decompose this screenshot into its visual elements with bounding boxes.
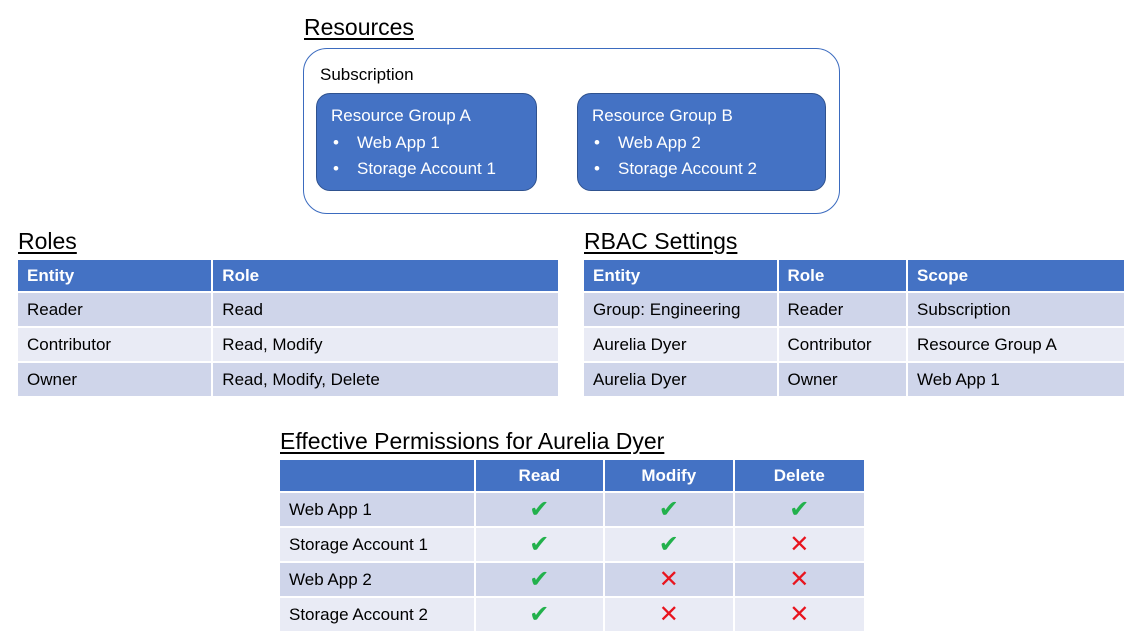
- rbac-heading: RBAC Settings: [584, 228, 738, 254]
- roles-table: Entity Role Reader Read Contributor Read…: [15, 258, 560, 398]
- table-header-row: Read Modify Delete: [278, 458, 867, 493]
- table-row: Storage Account 1 ✔ ✔ ✕: [278, 526, 867, 563]
- permission-cell-read: ✔: [473, 526, 606, 563]
- table-cell: Contributor: [776, 326, 909, 363]
- cross-icon: ✕: [789, 600, 810, 628]
- resource-item: Storage Account 2: [592, 156, 811, 182]
- cross-icon: ✕: [658, 600, 679, 628]
- table-cell: Aurelia Dyer: [582, 361, 779, 398]
- permission-cell-modify: ✕: [603, 561, 735, 598]
- resource-group-a: Resource Group A Web App 1 Storage Accou…: [316, 93, 537, 191]
- checkmark-icon: ✔: [529, 565, 550, 593]
- table-cell: Web App 1: [278, 491, 476, 528]
- permission-cell-modify: ✔: [603, 526, 735, 563]
- permission-cell-read: ✔: [473, 561, 606, 598]
- permission-cell-delete: ✔: [732, 491, 867, 528]
- column-header: Entity: [582, 258, 779, 293]
- checkmark-icon: ✔: [529, 530, 550, 558]
- table-cell: Storage Account 2: [278, 596, 476, 633]
- table-cell: Reader: [776, 291, 909, 328]
- table-row: Contributor Read, Modify: [15, 326, 560, 363]
- table-cell: Group: Engineering: [582, 291, 779, 328]
- column-header: Entity: [15, 258, 214, 293]
- resource-item: Web App 1: [331, 130, 522, 156]
- table-row: Web App 1 ✔ ✔ ✔: [278, 491, 867, 528]
- table-header-row: Entity Role Scope: [582, 258, 1126, 293]
- table-cell: Subscription: [906, 291, 1126, 328]
- cross-icon: ✕: [789, 565, 810, 593]
- permission-cell-delete: ✕: [732, 526, 867, 563]
- checkmark-icon: ✔: [658, 530, 679, 558]
- column-header: Scope: [906, 258, 1126, 293]
- permission-cell-read: ✔: [473, 596, 606, 633]
- cross-icon: ✕: [789, 530, 810, 558]
- table-cell: Owner: [15, 361, 214, 398]
- table-row: Reader Read: [15, 291, 560, 328]
- column-header: [278, 458, 476, 493]
- permission-cell-delete: ✕: [732, 561, 867, 598]
- resource-group-b: Resource Group B Web App 2 Storage Accou…: [577, 93, 826, 191]
- table-row: Web App 2 ✔ ✕ ✕: [278, 561, 867, 598]
- resource-group-title: Resource Group A: [331, 106, 471, 125]
- cross-icon: ✕: [658, 565, 679, 593]
- resource-list: Web App 1 Storage Account 1: [331, 130, 522, 182]
- column-header: Role: [211, 258, 560, 293]
- permissions-heading: Effective Permissions for Aurelia Dyer: [280, 428, 665, 454]
- table-header-row: Entity Role: [15, 258, 560, 293]
- resource-group-title: Resource Group B: [592, 106, 733, 125]
- roles-heading: Roles: [18, 228, 77, 254]
- table-row: Group: Engineering Reader Subscription: [582, 291, 1126, 328]
- column-header-modify: Modify: [603, 458, 735, 493]
- permission-cell-read: ✔: [473, 491, 606, 528]
- table-row: Owner Read, Modify, Delete: [15, 361, 560, 398]
- permission-cell-modify: ✔: [603, 491, 735, 528]
- column-header-delete: Delete: [732, 458, 867, 493]
- table-cell: Resource Group A: [906, 326, 1126, 363]
- resource-list: Web App 2 Storage Account 2: [592, 130, 811, 182]
- subscription-label: Subscription: [320, 65, 414, 84]
- permissions-table: Read Modify Delete Web App 1✔✔✔Storage A…: [278, 458, 867, 633]
- checkmark-icon: ✔: [789, 495, 810, 523]
- column-header: Role: [776, 258, 909, 293]
- permission-cell-delete: ✕: [732, 596, 867, 633]
- subscription-box: Subscription Resource Group A Web App 1 …: [303, 48, 840, 214]
- table-row: Aurelia Dyer Contributor Resource Group …: [582, 326, 1126, 363]
- checkmark-icon: ✔: [529, 495, 550, 523]
- table-cell: Read, Modify: [211, 326, 560, 363]
- table-cell: Read, Modify, Delete: [211, 361, 560, 398]
- table-cell: Web App 2: [278, 561, 476, 598]
- table-cell: Storage Account 1: [278, 526, 476, 563]
- rbac-table: Entity Role Scope Group: Engineering Rea…: [582, 258, 1126, 398]
- table-cell: Web App 1: [906, 361, 1126, 398]
- table-cell: Contributor: [15, 326, 214, 363]
- column-header-read: Read: [473, 458, 606, 493]
- table-cell: Reader: [15, 291, 214, 328]
- table-cell: Read: [211, 291, 560, 328]
- checkmark-icon: ✔: [529, 600, 550, 628]
- table-cell: Owner: [776, 361, 909, 398]
- permission-cell-modify: ✕: [603, 596, 735, 633]
- resource-item: Web App 2: [592, 130, 811, 156]
- resource-item: Storage Account 1: [331, 156, 522, 182]
- checkmark-icon: ✔: [658, 495, 679, 523]
- table-row: Aurelia Dyer Owner Web App 1: [582, 361, 1126, 398]
- resources-heading: Resources: [304, 14, 414, 40]
- table-row: Storage Account 2 ✔ ✕ ✕: [278, 596, 867, 633]
- table-cell: Aurelia Dyer: [582, 326, 779, 363]
